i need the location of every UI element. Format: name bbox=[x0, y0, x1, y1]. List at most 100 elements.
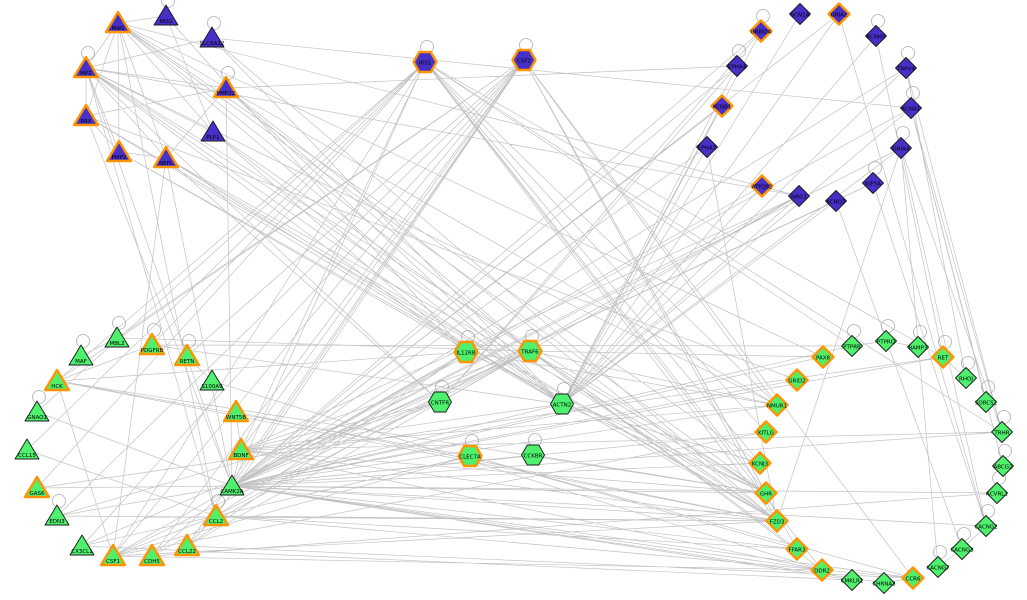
triangle-node-shape[interactable] bbox=[138, 332, 166, 356]
node-MOG[interactable]: MOG bbox=[153, 4, 179, 26]
node-CACNG3[interactable]: CACNG3 bbox=[950, 538, 974, 560]
hexagon-node-shape[interactable] bbox=[412, 50, 438, 74]
diamond-node-shape[interactable] bbox=[726, 55, 748, 77]
triangle-node-shape[interactable] bbox=[227, 437, 255, 461]
diamond-node-shape[interactable] bbox=[765, 393, 789, 417]
node-KCNQ3[interactable]: KCNQ3 bbox=[825, 190, 847, 212]
triangle-node-shape[interactable] bbox=[68, 344, 94, 366]
hexagon-node-shape[interactable] bbox=[517, 339, 543, 363]
triangle-node-shape[interactable] bbox=[173, 343, 201, 367]
node-CMKLR1[interactable]: CMKLR1 bbox=[841, 569, 864, 591]
triangle-node-shape[interactable] bbox=[138, 543, 166, 567]
node-GRID2[interactable]: GRID2 bbox=[785, 368, 809, 392]
node-KIF5A[interactable]: KIF5A bbox=[862, 172, 884, 194]
node-ACVRL1[interactable]: ACVRL1 bbox=[986, 482, 1008, 504]
triangle-node-shape[interactable] bbox=[222, 399, 250, 423]
triangle-node-shape[interactable] bbox=[153, 4, 179, 26]
diamond-node-shape[interactable] bbox=[765, 509, 789, 533]
node-CDH5[interactable]: CDH5 bbox=[138, 543, 166, 567]
hexagon-node-shape[interactable] bbox=[521, 444, 545, 466]
diamond-node-shape[interactable] bbox=[992, 455, 1014, 477]
hexagon-node-shape[interactable] bbox=[550, 393, 574, 415]
node-SCN1A[interactable]: SCN1A bbox=[789, 3, 811, 25]
node-ABCG2[interactable]: ABCG2 bbox=[992, 455, 1014, 477]
node-EPHA4[interactable]: EPHA4 bbox=[726, 55, 748, 77]
triangle-node-shape[interactable] bbox=[43, 368, 71, 392]
node-PDGFRB[interactable]: PDGFRB bbox=[138, 332, 166, 356]
node-RAMP3[interactable]: RAMP3 bbox=[907, 336, 929, 358]
diamond-node-shape[interactable] bbox=[890, 137, 912, 159]
diamond-node-shape[interactable] bbox=[931, 345, 955, 369]
diamond-node-shape[interactable] bbox=[754, 420, 778, 444]
node-CX3CL1[interactable]: CX3CL1 bbox=[69, 534, 95, 556]
node-HCK[interactable]: HCK bbox=[43, 368, 71, 392]
node-DDR2[interactable]: DDR2 bbox=[810, 558, 834, 582]
diamond-node-shape[interactable] bbox=[811, 345, 835, 369]
diamond-node-shape[interactable] bbox=[901, 566, 925, 590]
diamond-node-shape[interactable] bbox=[955, 367, 977, 389]
node-SLC6A12[interactable]: SLC6A12 bbox=[199, 26, 225, 48]
node-MBL2[interactable]: MBL2 bbox=[104, 326, 130, 348]
node-PRX[interactable]: PRX bbox=[72, 103, 100, 127]
diamond-node-shape[interactable] bbox=[788, 185, 810, 207]
diamond-node-shape[interactable] bbox=[810, 558, 834, 582]
node-PMP2[interactable]: PMP2 bbox=[105, 139, 133, 163]
diamond-node-shape[interactable] bbox=[975, 391, 997, 413]
diamond-node-shape[interactable] bbox=[991, 421, 1013, 443]
node-IL12RB[interactable]: IL12RB bbox=[453, 340, 479, 364]
triangle-node-shape[interactable] bbox=[69, 534, 95, 556]
node-PAX8[interactable]: PAX8 bbox=[811, 345, 835, 369]
triangle-node-shape[interactable] bbox=[14, 438, 40, 460]
hexagon-node-shape[interactable] bbox=[428, 391, 452, 413]
triangle-node-shape[interactable] bbox=[72, 55, 100, 79]
triangle-node-shape[interactable] bbox=[212, 75, 240, 99]
diamond-node-shape[interactable] bbox=[696, 136, 718, 158]
triangle-node-shape[interactable] bbox=[173, 533, 201, 557]
diamond-node-shape[interactable] bbox=[865, 25, 887, 47]
triangle-node-shape[interactable] bbox=[24, 400, 50, 422]
triangle-node-shape[interactable] bbox=[202, 503, 230, 527]
triangle-node-shape[interactable] bbox=[104, 10, 132, 34]
diamond-node-shape[interactable] bbox=[827, 2, 851, 26]
node-MAF[interactable]: MAF bbox=[68, 344, 94, 366]
node-GRIA1[interactable]: GRIA1 bbox=[827, 2, 851, 26]
diamond-node-shape[interactable] bbox=[785, 368, 809, 392]
triangle-node-shape[interactable] bbox=[199, 369, 225, 391]
diamond-node-shape[interactable] bbox=[927, 556, 949, 578]
hexagon-node-shape[interactable] bbox=[453, 340, 479, 364]
hexagon-node-shape[interactable] bbox=[457, 444, 483, 468]
node-CCL22[interactable]: CCL22 bbox=[173, 533, 201, 557]
diamond-node-shape[interactable] bbox=[986, 482, 1008, 504]
node-TRAF6[interactable]: TRAF6 bbox=[517, 339, 543, 363]
node-PTPRO[interactable]: PTPRO bbox=[875, 330, 897, 352]
diamond-node-shape[interactable] bbox=[750, 174, 774, 198]
triangle-node-shape[interactable] bbox=[105, 139, 133, 163]
triangle-node-shape[interactable] bbox=[99, 543, 127, 567]
diamond-node-shape[interactable] bbox=[895, 57, 917, 79]
node-CSF2[interactable]: CSF2 bbox=[511, 48, 537, 72]
node-TRHR[interactable]: TRHR bbox=[991, 421, 1013, 443]
triangle-node-shape[interactable] bbox=[44, 504, 70, 526]
node-GRIN2A[interactable]: GRIN2A bbox=[749, 19, 773, 43]
diamond-node-shape[interactable] bbox=[975, 515, 997, 537]
diamond-node-shape[interactable] bbox=[907, 336, 929, 358]
node-PTPRB[interactable]: PTPRB bbox=[841, 335, 863, 357]
triangle-node-shape[interactable] bbox=[152, 145, 180, 169]
diamond-node-shape[interactable] bbox=[785, 537, 809, 561]
node-GRIA4[interactable]: GRIA4 bbox=[890, 137, 912, 159]
node-WNT5B[interactable]: WNT5B bbox=[222, 399, 250, 423]
diamond-node-shape[interactable] bbox=[862, 172, 884, 194]
diamond-node-shape[interactable] bbox=[875, 330, 897, 352]
node-KCNB1[interactable]: KCNB1 bbox=[710, 94, 734, 118]
triangle-node-shape[interactable] bbox=[199, 26, 225, 48]
diamond-node-shape[interactable] bbox=[748, 451, 772, 475]
diamond-node-shape[interactable] bbox=[789, 3, 811, 25]
diamond-node-shape[interactable] bbox=[825, 190, 847, 212]
node-CACNG7[interactable]: CACNG7 bbox=[926, 556, 950, 578]
diamond-node-shape[interactable] bbox=[873, 572, 895, 594]
node-RETN[interactable]: RETN bbox=[173, 343, 201, 367]
node-KCNH5[interactable]: KCNH5 bbox=[865, 25, 887, 47]
node-RHOJ[interactable]: RHOJ bbox=[955, 367, 977, 389]
node-IRS1[interactable]: IRS1 bbox=[412, 50, 438, 74]
diamond-node-shape[interactable] bbox=[841, 335, 863, 357]
